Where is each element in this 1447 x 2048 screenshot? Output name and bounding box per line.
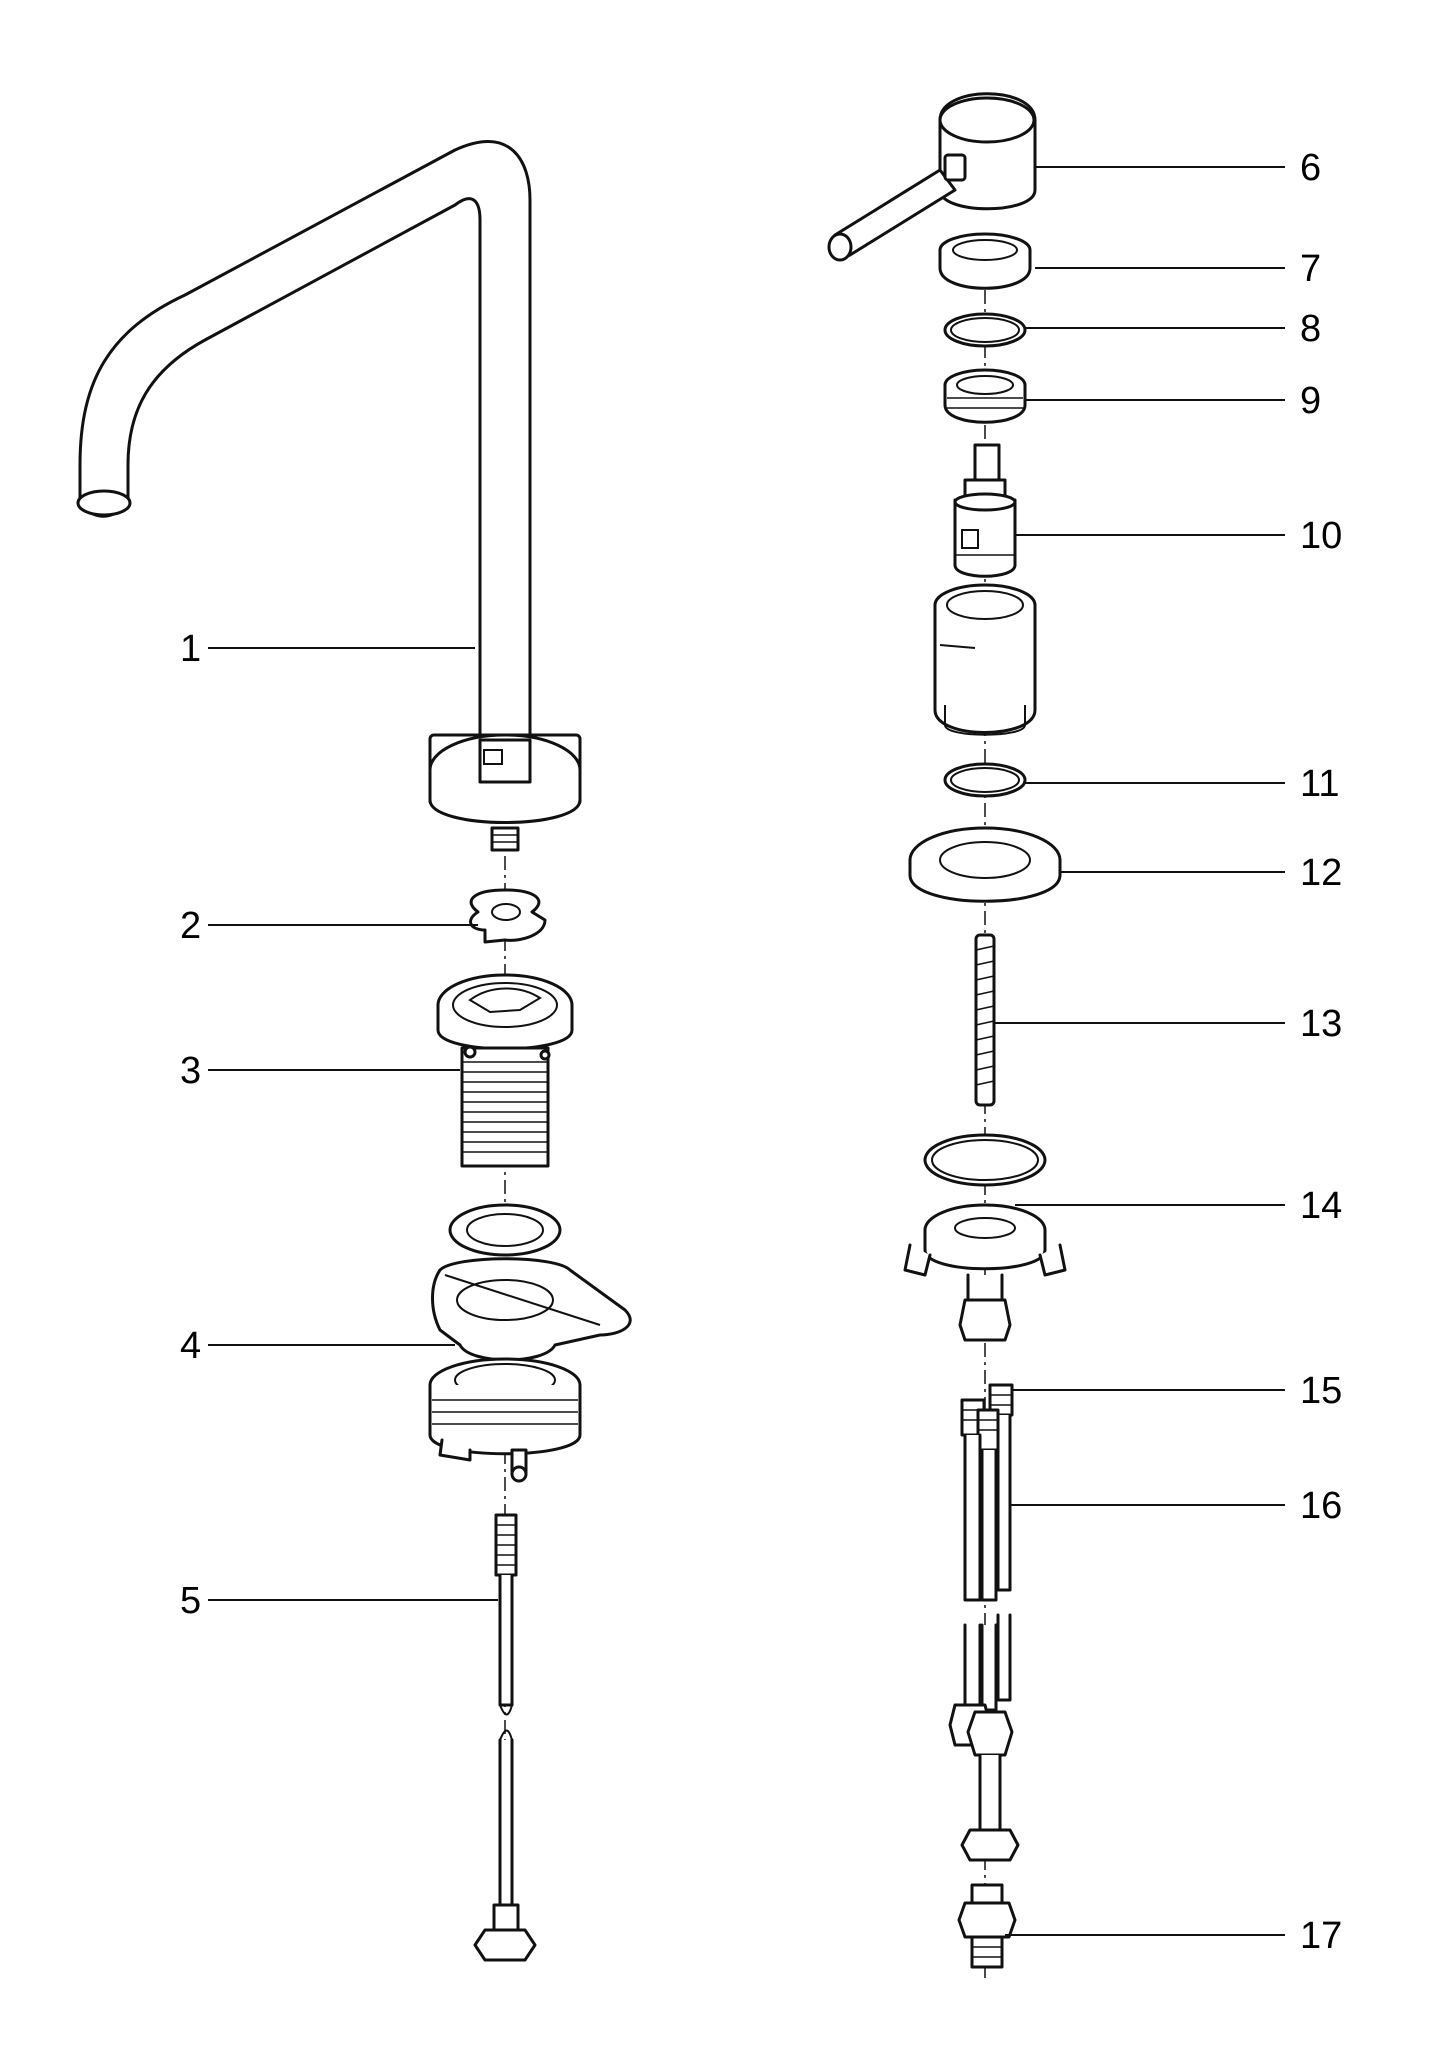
part-labels: 1 2 3 4 5 6 7 8 9 10 11 12 13 14 15 16 1… <box>180 147 1342 1957</box>
clip-part <box>469 888 547 944</box>
label-part-12: 12 <box>1300 852 1342 894</box>
label-part-2: 2 <box>180 905 201 947</box>
cartridge-part <box>953 443 1017 578</box>
label-part-15: 15 <box>1300 1370 1342 1412</box>
adapter-part <box>957 1883 1017 1969</box>
label-part-14: 14 <box>1300 1185 1342 1227</box>
label-part-11: 11 <box>1300 763 1339 805</box>
label-part-8: 8 <box>1300 308 1321 350</box>
label-part-16: 16 <box>1300 1485 1342 1527</box>
cover-cap-part <box>938 232 1032 290</box>
right-assembly <box>827 92 1067 1980</box>
handle-part <box>827 92 1037 262</box>
label-part-17: 17 <box>1300 1915 1342 1957</box>
leader-lines <box>208 166 1285 1936</box>
spout-part <box>76 140 582 852</box>
label-part-13: 13 <box>1300 1003 1342 1045</box>
hose-pair-part <box>948 1383 1020 1862</box>
label-part-1: 1 <box>180 628 201 670</box>
left-assembly <box>76 140 632 1962</box>
cartridge-housing-part <box>933 583 1037 736</box>
hose-part <box>473 1513 537 1962</box>
o-ring-middle-part <box>943 762 1027 798</box>
threaded-rod-part <box>974 933 996 1107</box>
fixing-plate-part <box>903 1133 1067 1342</box>
mounting-bracket-part <box>428 1203 632 1483</box>
label-part-6: 6 <box>1300 147 1321 189</box>
nut-part <box>943 368 1027 424</box>
flange-ring-part <box>908 826 1062 903</box>
label-part-9: 9 <box>1300 380 1321 422</box>
label-part-3: 3 <box>180 1050 201 1092</box>
shank-threads <box>462 1061 548 1153</box>
label-part-7: 7 <box>1300 248 1321 290</box>
label-part-4: 4 <box>180 1325 201 1367</box>
label-part-5: 5 <box>180 1580 201 1622</box>
label-part-10: 10 <box>1300 515 1342 557</box>
o-ring-upper-part <box>943 312 1027 348</box>
threaded-shank-part <box>436 973 574 1168</box>
